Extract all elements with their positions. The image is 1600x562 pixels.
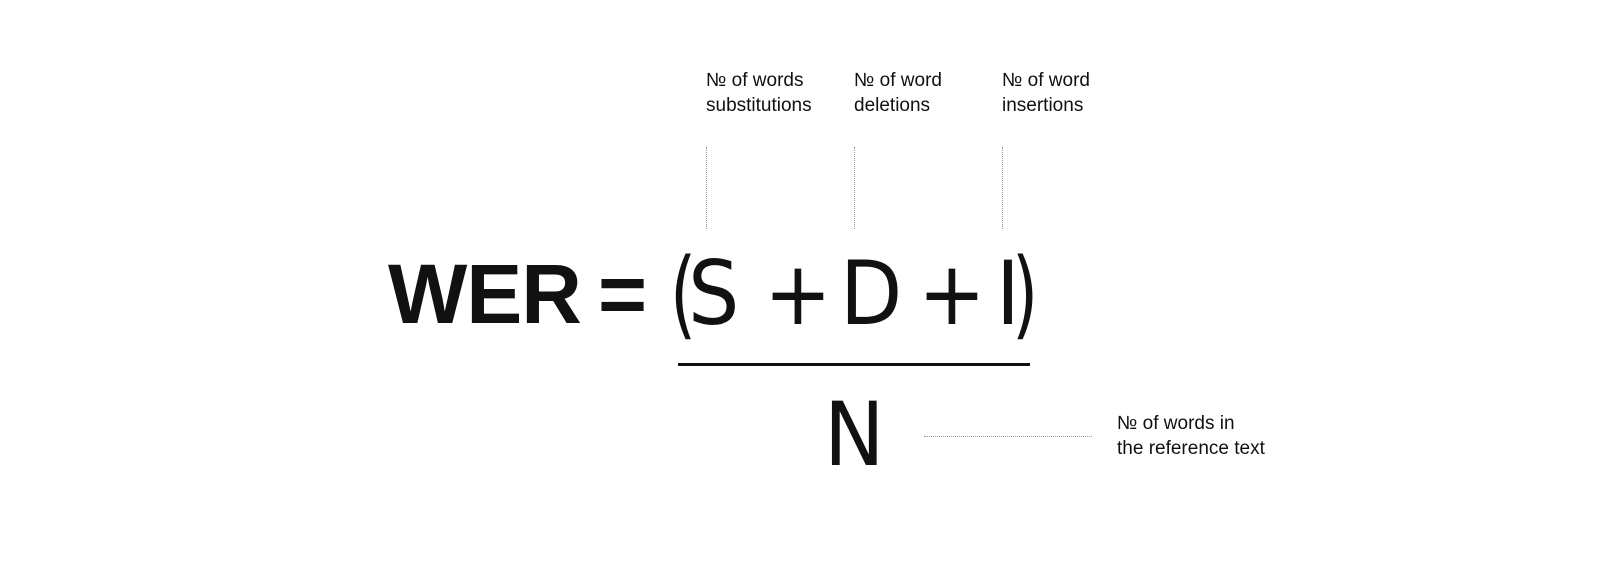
- label-substitutions-line-1: № of words: [706, 70, 804, 91]
- fraction-bar: [678, 363, 1030, 366]
- connector-reference: [924, 436, 1092, 437]
- numerator-s: S: [688, 242, 740, 345]
- label-insertions-line-2: insertions: [1002, 95, 1084, 116]
- label-reference: № of words in the reference text: [1117, 411, 1265, 461]
- numerator-d: D: [840, 242, 903, 345]
- label-insertions: № of word insertions: [1002, 68, 1090, 118]
- numerator-plus-2: +: [918, 242, 986, 345]
- formula-equals: =: [598, 247, 648, 341]
- label-substitutions-line-2: substitutions: [706, 95, 812, 116]
- label-reference-line-2: the reference text: [1117, 438, 1265, 459]
- formula-lhs: WER: [388, 247, 582, 341]
- denominator-n: N: [824, 383, 885, 486]
- connector-insertions: [1002, 147, 1003, 229]
- label-substitutions: № of words substitutions: [706, 68, 812, 118]
- label-deletions: № of word deletions: [854, 68, 942, 118]
- label-deletions-line-2: deletions: [854, 95, 931, 116]
- connector-substitutions: [706, 147, 707, 229]
- numerator-i: I: [996, 242, 1020, 345]
- connector-deletions: [854, 147, 855, 229]
- numerator-close-paren: ): [1012, 238, 1039, 350]
- label-reference-line-1: № of words in: [1117, 413, 1235, 434]
- label-deletions-line-1: № of word: [854, 70, 942, 91]
- label-insertions-line-1: № of word: [1002, 70, 1090, 91]
- numerator-plus-1: +: [764, 242, 832, 345]
- numerator-open-paren: (: [670, 238, 697, 350]
